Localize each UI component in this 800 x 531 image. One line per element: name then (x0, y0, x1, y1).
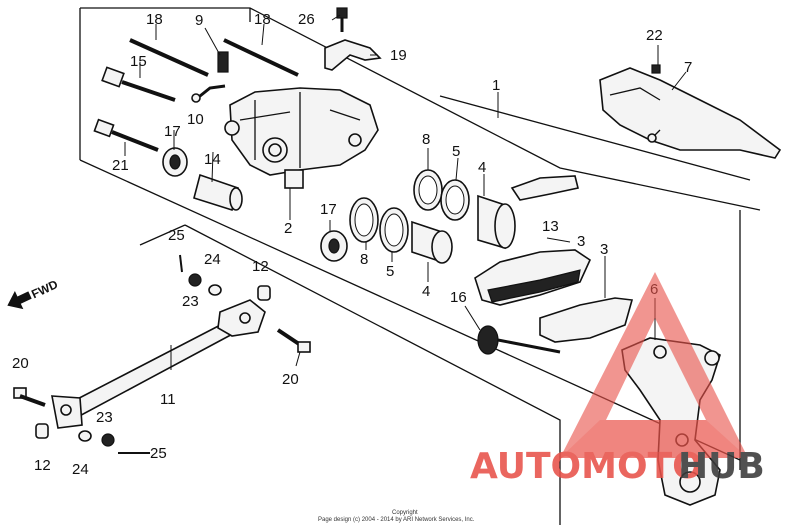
caliper-body (224, 87, 379, 189)
callout-23-upper: 23 (182, 293, 199, 310)
callout-17-upper: 17 (164, 123, 181, 140)
copyright-notice: Copyright Page design (c) 2004 - 2014 by… (318, 510, 475, 523)
caliper-bracket-7 (599, 64, 782, 159)
callout-24-upper: 24 (204, 251, 221, 268)
collar-12-upper (257, 285, 271, 301)
callout-11: 11 (160, 391, 176, 408)
callout-8-upper: 8 (422, 131, 430, 148)
callout-16: 16 (450, 289, 467, 306)
callout-1: 1 (492, 77, 500, 94)
assembly-frame (79, 7, 761, 525)
nut-23-lower (101, 433, 115, 447)
pad-spring-13 (510, 175, 579, 201)
bolt-20-right (276, 328, 311, 353)
callout-20-right: 20 (282, 371, 299, 388)
seal-5-lower (379, 207, 409, 253)
callout-18-left: 18 (146, 11, 163, 28)
bracket-19 (324, 39, 382, 71)
nut-23-upper (188, 273, 202, 287)
piston-4-lower (411, 220, 453, 264)
callout-17-lower: 17 (320, 201, 337, 218)
callout-14: 14 (204, 151, 221, 168)
fwd-label: FWD (29, 277, 60, 301)
callout-13: 13 (542, 218, 559, 235)
callout-9: 9 (195, 12, 203, 29)
callout-21: 21 (112, 157, 129, 174)
callout-8-lower: 8 (360, 251, 368, 268)
torque-rod-11 (51, 299, 266, 429)
callout-4-lower: 4 (422, 283, 430, 300)
watermark-text-dark: HUB (678, 446, 765, 487)
seal-5-upper (440, 179, 470, 221)
callout-19: 19 (390, 47, 407, 64)
callout-25-lower: 25 (150, 445, 167, 462)
bolt-18-left (129, 38, 209, 77)
callout-12-upper: 12 (252, 258, 269, 275)
callout-24-lower: 24 (72, 461, 89, 478)
pin-14 (193, 173, 243, 212)
callout-12-lower: 12 (34, 457, 51, 474)
callout-20-left: 20 (12, 355, 29, 372)
callout-10: 10 (187, 111, 204, 128)
callout-25-upper: 25 (168, 227, 185, 244)
callout-2: 2 (284, 220, 292, 237)
watermark-logo: AUTOMOTO HUB (470, 272, 765, 487)
bolt-18-right (223, 38, 299, 77)
washer-24-upper (208, 284, 222, 296)
boot-17-upper (162, 147, 188, 177)
callout-26: 26 (298, 11, 315, 28)
callout-23-lower: 23 (96, 409, 113, 426)
callout-7: 7 (684, 59, 692, 76)
bolt-20-left (13, 387, 46, 407)
leader-lines (124, 14, 687, 370)
callout-15: 15 (130, 53, 147, 70)
bolt-15 (101, 66, 176, 102)
boot-17-lower (320, 230, 348, 262)
seal-8-lower (349, 197, 379, 243)
callout-18-right: 18 (254, 11, 271, 28)
washer-24-lower (78, 430, 92, 442)
seal-8-upper (413, 169, 443, 211)
brake-pad-3-lower (539, 297, 634, 343)
callout-4-upper: 4 (478, 159, 486, 176)
copyright-line-2: Page design (c) 2004 - 2014 by ARI Netwo… (318, 517, 475, 523)
bolt-21 (93, 118, 159, 152)
collar-12-lower (35, 423, 49, 439)
watermark-text-red: AUTOMOTO (470, 446, 703, 487)
pad-pin-16 (477, 325, 561, 355)
copyright-line-1: Copyright (392, 510, 418, 516)
brake-pad-3-upper (474, 249, 592, 306)
bleeder-9-10 (191, 51, 229, 103)
callout-3-upper: 3 (577, 233, 585, 250)
callout-5-upper: 5 (452, 143, 460, 160)
callout-5-lower: 5 (386, 263, 394, 280)
cotter-25-upper (179, 254, 183, 273)
bolt-26 (336, 7, 348, 32)
callout-3-lower: 3 (600, 241, 608, 258)
forward-arrow: FWD (7, 277, 60, 310)
watermark-triangle-icon (560, 272, 748, 458)
piston-4-upper (477, 194, 516, 250)
callout-22: 22 (646, 27, 663, 44)
